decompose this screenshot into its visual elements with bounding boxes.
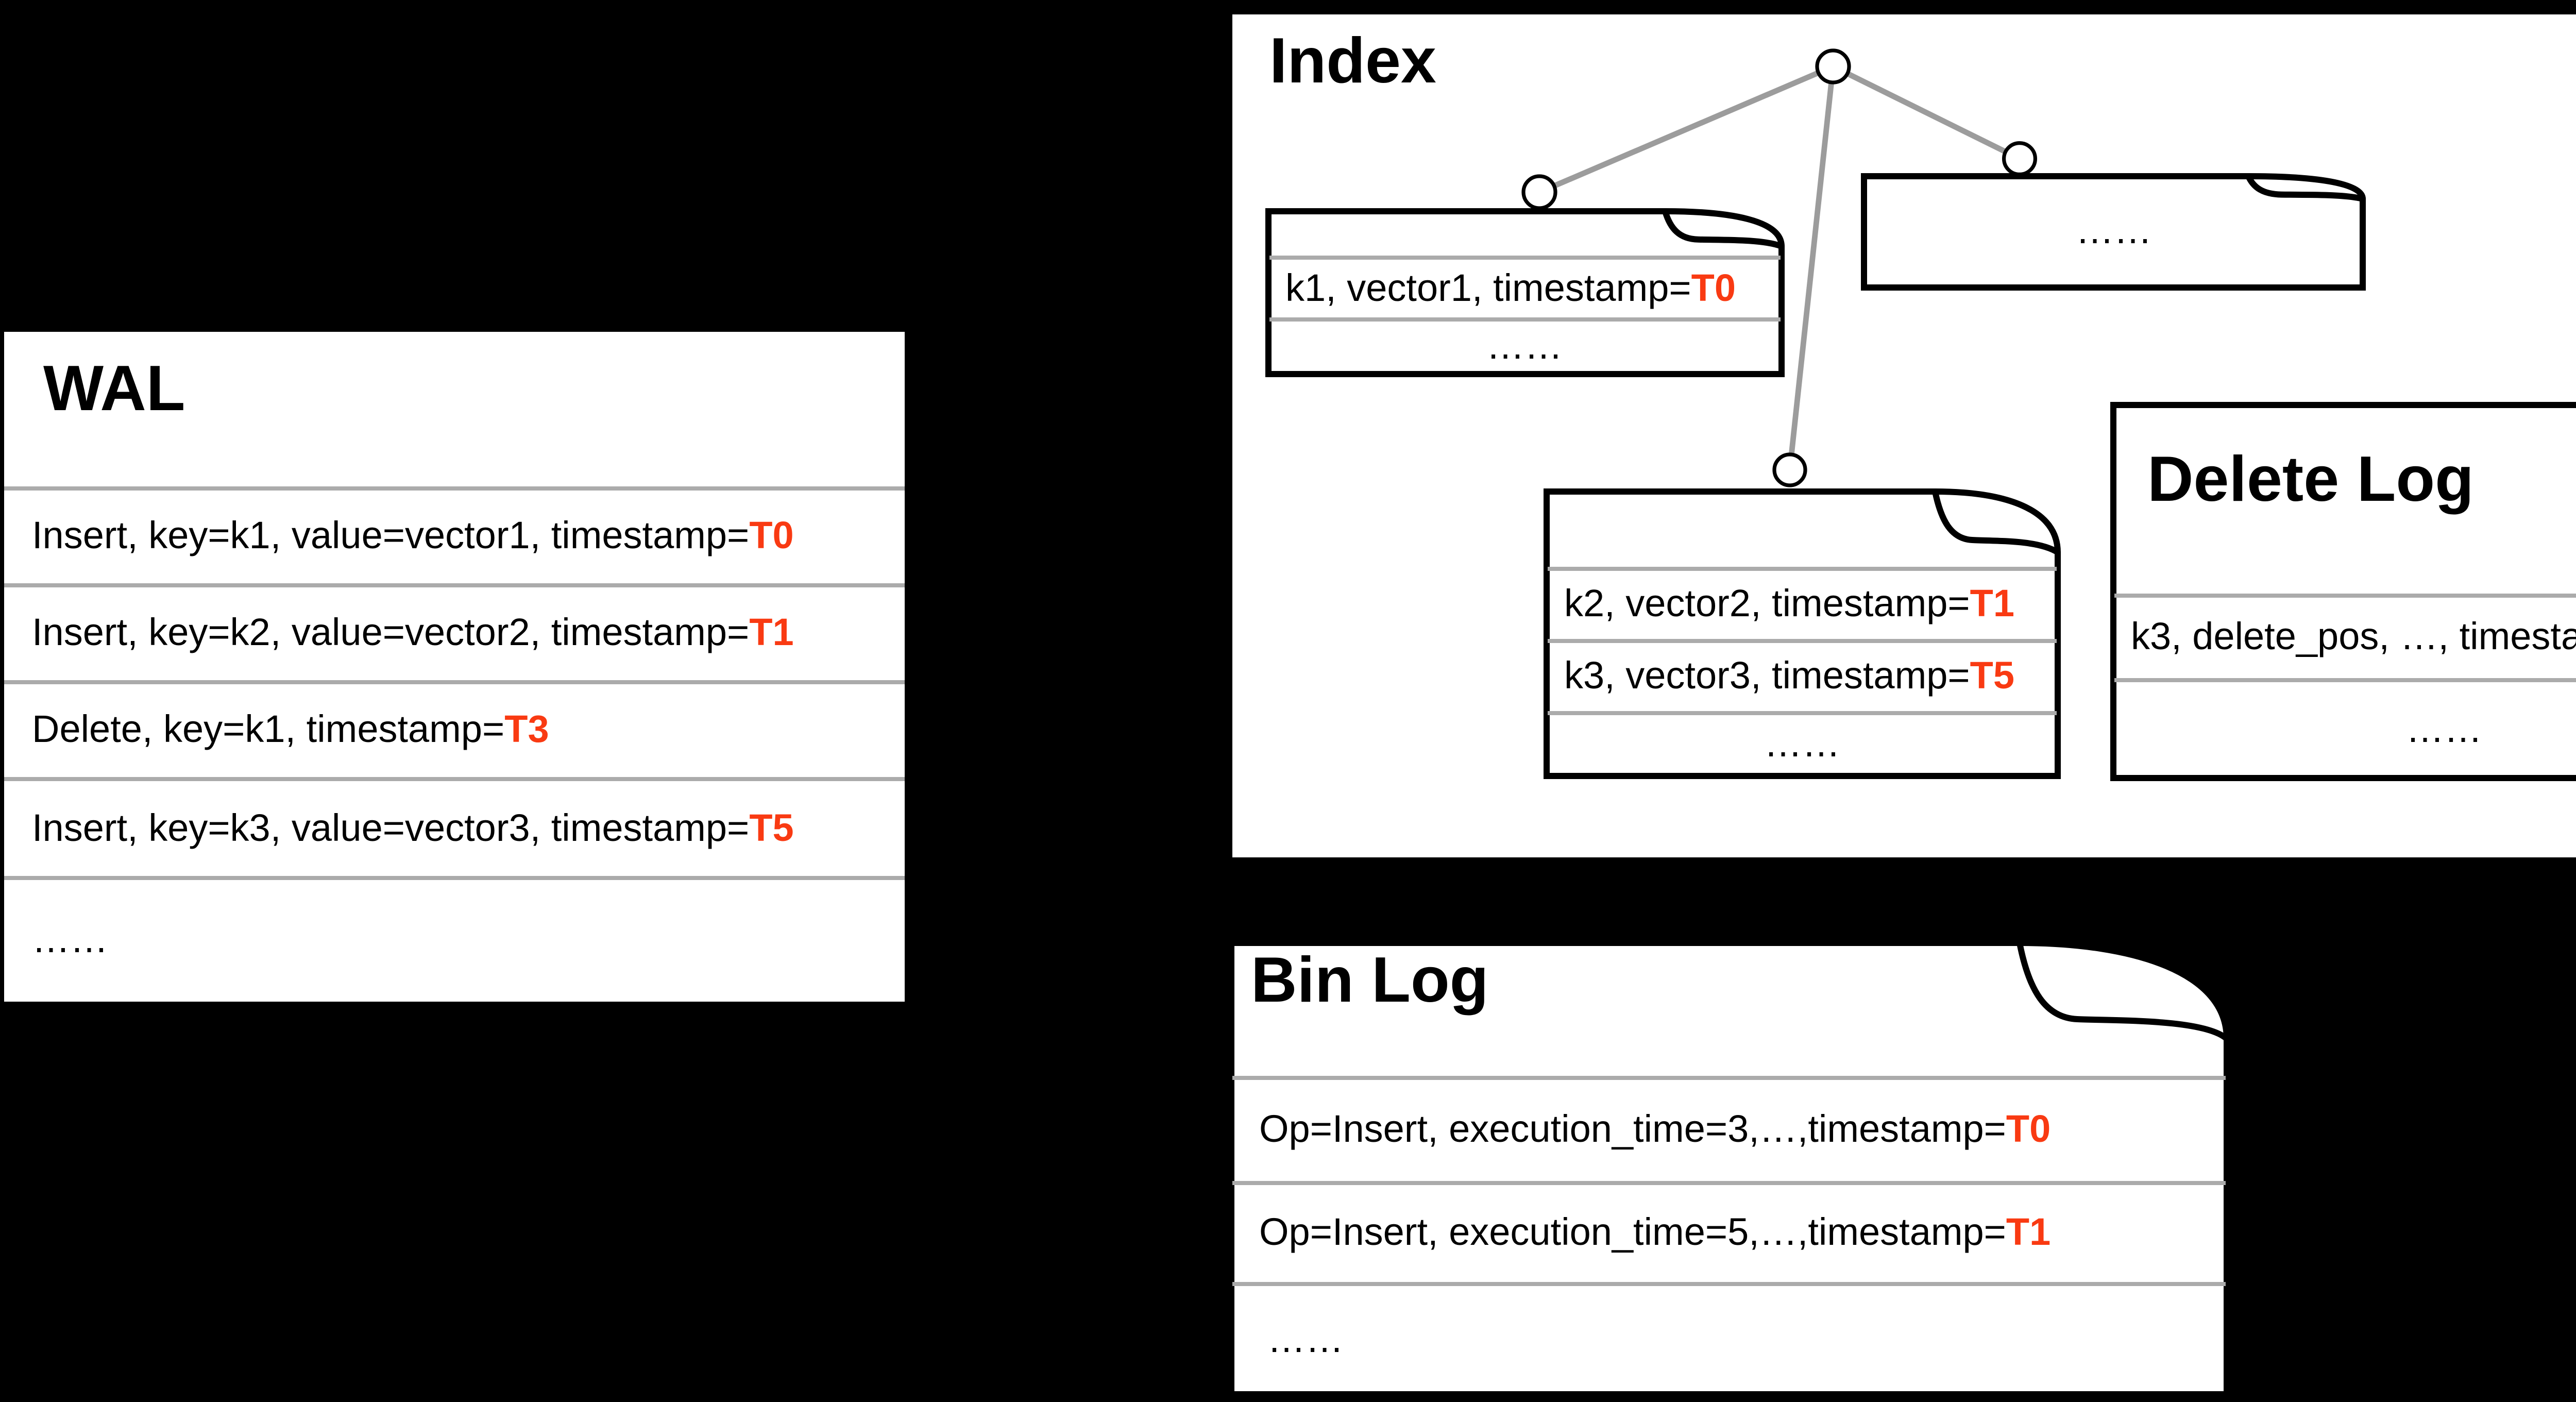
wal-row-text: Insert, key=k2, value=vector2, timestamp…: [32, 611, 750, 654]
tree-edge-root-left: [1538, 64, 1835, 195]
segment-row: k2, vector2, timestamp=T1: [1548, 566, 2057, 639]
index-segment2-doc: k2, vector2, timestamp=T1 k3, vector3, t…: [1544, 487, 2061, 778]
wal-row-timestamp: T1: [749, 611, 794, 654]
segment-row-timestamp: T1: [1970, 581, 2014, 625]
wal-row-timestamp: T5: [749, 805, 794, 848]
folded-corner-icon: [2246, 172, 2366, 201]
segment-row-ellipsis: ……: [1866, 172, 2362, 290]
bin-log-row-timestamp: T0: [2006, 1106, 2051, 1150]
bin-log-row-timestamp: T1: [2006, 1210, 2051, 1254]
wal-row-text: Delete, key=k1, timestamp=: [32, 707, 505, 751]
segment-ellipsis-text: ……: [1764, 721, 1840, 765]
wal-row: Insert, key=k1, value=vector1, timestamp…: [4, 486, 905, 583]
tree-right-node-icon: [2002, 141, 2037, 177]
segment-row: k1, vector1, timestamp=T0: [1269, 256, 1780, 317]
wal-row: Delete, key=k1, timestamp=T3: [4, 680, 905, 777]
tree-middle-node-icon: [1772, 452, 1807, 487]
document-shape: [1861, 172, 2366, 290]
document-shape: [1265, 207, 1784, 376]
tree-root-node-icon: [1815, 48, 1851, 85]
bin-log-row-ellipsis: ……: [1232, 1282, 2226, 1394]
wal-row: Insert, key=k3, value=vector3, timestamp…: [4, 777, 905, 875]
delete-log-doc: Delete Log k3, delete_pos, …, timestamp=…: [2110, 402, 2576, 781]
bin-log-ellipsis-text: ……: [1267, 1317, 1344, 1361]
segment-row-timestamp: T5: [1970, 654, 2014, 697]
index-segment1-doc: k1, vector1, timestamp=T0 ……: [1265, 207, 1784, 376]
document-shape: [1544, 487, 2061, 778]
tree-edge-root-middle: [1787, 66, 1836, 470]
tree-left-node-icon: [1521, 174, 1557, 210]
segment-row: k3, vector3, timestamp=T5: [1548, 639, 2057, 711]
segment-row-text: k3, vector3, timestamp=: [1564, 654, 1970, 697]
wal-row-ellipsis: ……: [4, 875, 905, 1002]
bin-log-row-text: Op=Insert, execution_time=3,…,timestamp=: [1259, 1106, 2006, 1150]
delete-log-row-ellipsis: ……: [2114, 678, 2576, 778]
segment-ellipsis-text: ……: [2076, 208, 2152, 251]
wal-row-text: Insert, key=k1, value=vector1, timestamp…: [32, 514, 750, 557]
index-panel: Index k1, vector1, timestamp=T0 …… ……: [1232, 14, 2576, 857]
index-title: Index: [1269, 25, 1436, 97]
segment-row-text: k2, vector2, timestamp=: [1564, 581, 1970, 625]
folded-corner-icon: [1662, 207, 1784, 248]
document-outline: [2110, 402, 2576, 781]
bin-log-row: Op=Insert, execution_time=5,…,timestamp=…: [1232, 1180, 2226, 1282]
folded-corner-icon: [2016, 940, 2230, 1042]
segment-row-text: k1, vector1, timestamp=: [1285, 265, 1691, 309]
wal-panel: WAL Insert, key=k1, value=vector1, times…: [4, 332, 905, 1002]
wal-ellipsis-text: ……: [32, 917, 108, 960]
delete-log-row: k3, delete_pos, …, timestamp=T3: [2114, 593, 2576, 678]
tree-edge-root-right: [1832, 64, 2021, 161]
wal-row: Insert, key=k2, value=vector2, timestamp…: [4, 583, 905, 680]
segment-row-timestamp: T0: [1691, 265, 1736, 309]
document-shape: [2110, 402, 2576, 781]
delete-log-ellipsis-text: ……: [2406, 706, 2482, 750]
segment-ellipsis-text: ……: [1486, 324, 1563, 367]
segment-row-ellipsis: ……: [1548, 711, 2057, 775]
bin-log-row-text: Op=Insert, execution_time=5,…,timestamp=: [1259, 1210, 2006, 1254]
wal-row-text: Insert, key=k3, value=vector3, timestamp…: [32, 805, 750, 848]
wal-row-timestamp: T0: [749, 514, 794, 557]
bin-log-title: Bin Log: [1251, 944, 1489, 1016]
segment-row-ellipsis: ……: [1269, 317, 1780, 372]
index-segment-more-doc: ……: [1861, 172, 2366, 290]
bin-log-row: Op=Insert, execution_time=3,…,timestamp=…: [1232, 1075, 2226, 1180]
delete-log-title: Delete Log: [2147, 443, 2474, 515]
wal-title: WAL: [43, 352, 185, 425]
wal-row-timestamp: T3: [504, 707, 549, 751]
bin-log-doc: Bin Log Op=Insert, execution_time=3,…,ti…: [1228, 940, 2230, 1397]
delete-log-row-text: k3, delete_pos, …, timestamp=: [2131, 614, 2576, 657]
document-outline: [1228, 940, 2230, 1397]
document-shape: [1228, 940, 2230, 1397]
folded-corner-icon: [1932, 487, 2061, 554]
